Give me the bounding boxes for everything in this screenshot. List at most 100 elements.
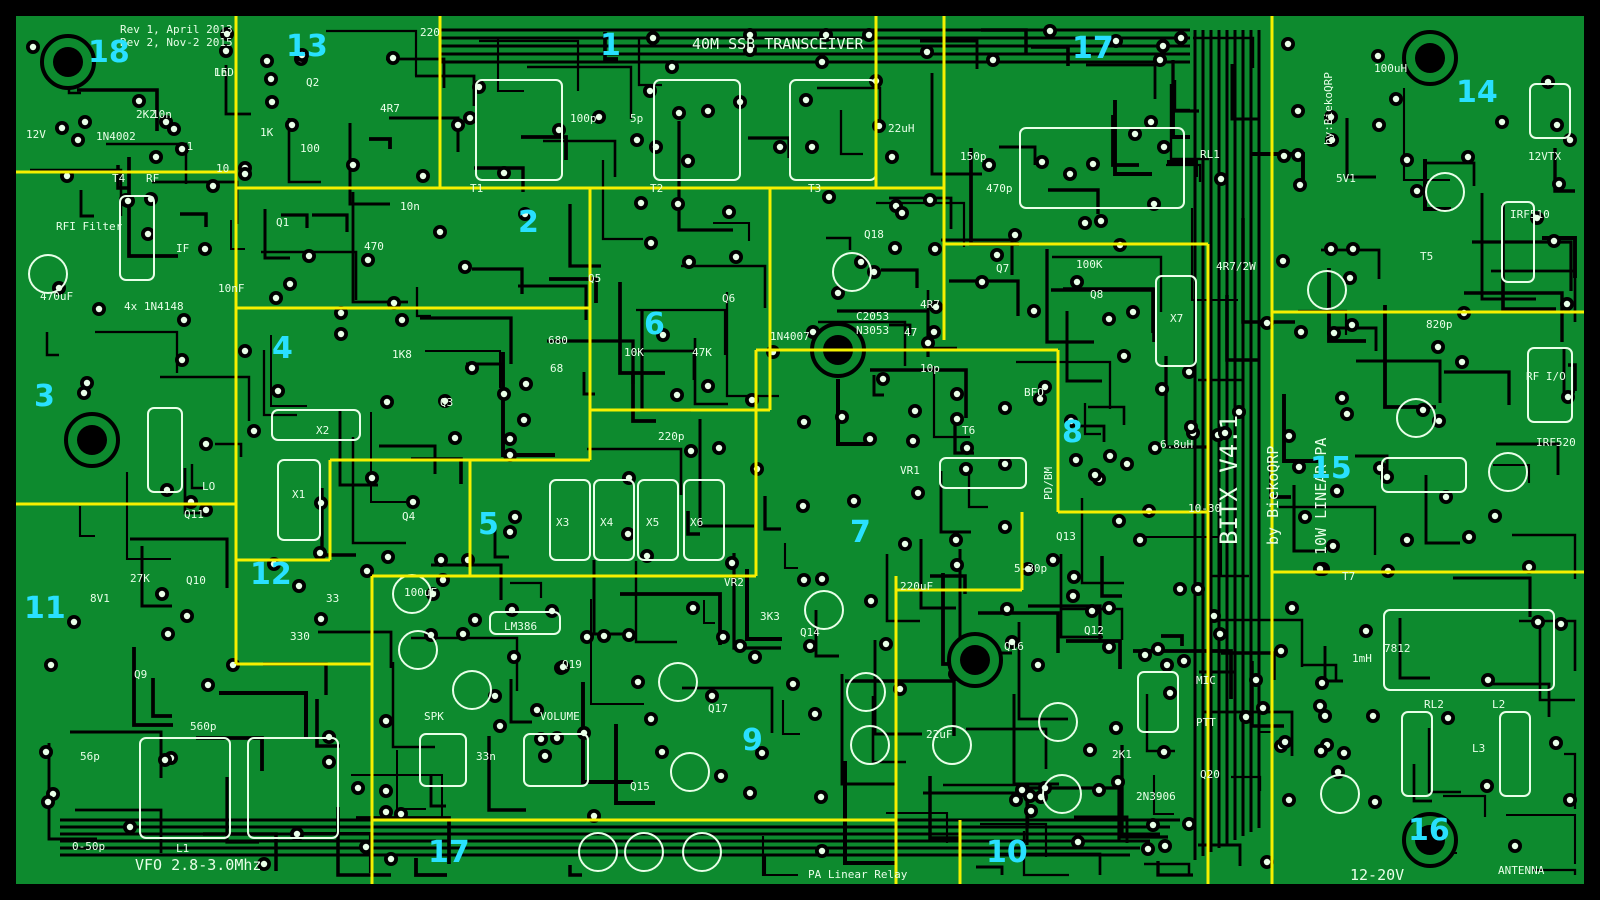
pad-hole bbox=[1001, 404, 1009, 412]
pad-hole bbox=[1141, 651, 1149, 659]
pad-hole bbox=[963, 444, 971, 452]
component-label: Q2 bbox=[306, 76, 319, 89]
pad-hole bbox=[1069, 592, 1077, 600]
pad-hole bbox=[1327, 245, 1335, 253]
pad-hole bbox=[161, 756, 169, 764]
trace bbox=[1444, 370, 1511, 405]
component-outline bbox=[1381, 457, 1467, 493]
capacitor-outline bbox=[850, 725, 890, 765]
pad-hole bbox=[866, 435, 874, 443]
trace bbox=[1120, 745, 1168, 839]
component-label: Q14 bbox=[800, 626, 820, 639]
trace bbox=[1072, 424, 1106, 442]
pad-hole bbox=[728, 559, 736, 567]
pad-hole bbox=[1464, 153, 1472, 161]
component-outline bbox=[637, 479, 679, 561]
trace bbox=[1472, 240, 1573, 291]
pad-hole bbox=[1034, 661, 1042, 669]
component-label: Q13 bbox=[1056, 530, 1076, 543]
component-label: Q9 bbox=[134, 668, 147, 681]
pad-hole bbox=[1073, 278, 1081, 286]
component-label: L1 bbox=[176, 842, 189, 855]
component-label: PTT bbox=[1196, 716, 1216, 729]
trace bbox=[1051, 288, 1156, 342]
component-label: 470p bbox=[986, 182, 1013, 195]
trace bbox=[1532, 868, 1577, 875]
trace bbox=[224, 65, 251, 116]
trace bbox=[763, 496, 781, 531]
trace bbox=[415, 74, 476, 106]
trace bbox=[920, 39, 979, 69]
pad-hole bbox=[825, 193, 833, 201]
component-label: Q19 bbox=[562, 658, 582, 671]
trace bbox=[1321, 248, 1381, 279]
pad-hole bbox=[1106, 452, 1114, 460]
pad-hole bbox=[1277, 647, 1285, 655]
pad-hole bbox=[989, 56, 997, 64]
pad-hole bbox=[1088, 607, 1096, 615]
component-label: T1 bbox=[470, 182, 483, 195]
trace bbox=[1398, 618, 1430, 680]
pad-hole bbox=[241, 347, 249, 355]
pad-hole bbox=[834, 289, 842, 297]
capacitor-outline bbox=[682, 832, 722, 872]
pad-hole bbox=[522, 380, 530, 388]
pad-hole bbox=[1566, 796, 1574, 804]
zone-number-11: 11 bbox=[24, 591, 66, 626]
pad-hole bbox=[124, 197, 132, 205]
component-label: 3K3 bbox=[760, 610, 780, 623]
component-label: X1 bbox=[292, 488, 305, 501]
pad-hole bbox=[337, 309, 345, 317]
component-label: 5p bbox=[630, 112, 643, 125]
pad-hole bbox=[1131, 130, 1139, 138]
trace bbox=[698, 419, 754, 528]
capacitor-outline bbox=[1042, 774, 1082, 814]
component-label: 7812 bbox=[1384, 642, 1411, 655]
capacitor-outline bbox=[1307, 270, 1347, 310]
component-label: 12VTX bbox=[1528, 150, 1561, 163]
component-label: 33n bbox=[476, 750, 496, 763]
pad-hole bbox=[204, 681, 212, 689]
pa-relay-label: PA Linear Relay bbox=[808, 868, 908, 881]
trace bbox=[1193, 36, 1255, 68]
trace bbox=[190, 464, 204, 490]
pad-hole bbox=[1115, 517, 1123, 525]
component-label: 68 bbox=[550, 362, 563, 375]
pad-hole bbox=[260, 860, 268, 868]
trace bbox=[967, 469, 988, 509]
pad-hole bbox=[293, 830, 301, 838]
component-outline bbox=[277, 459, 321, 541]
pad-hole bbox=[1105, 604, 1113, 612]
trace bbox=[351, 774, 443, 820]
pad-hole bbox=[1533, 214, 1541, 222]
pad-hole bbox=[776, 143, 784, 151]
trace bbox=[981, 28, 1028, 53]
trace bbox=[420, 316, 513, 364]
pad-hole bbox=[295, 582, 303, 590]
pad-hole bbox=[719, 633, 727, 641]
trace bbox=[1512, 533, 1577, 579]
capacitor-outline bbox=[28, 254, 68, 294]
trace bbox=[703, 600, 715, 624]
trace bbox=[509, 679, 532, 724]
trace bbox=[1221, 651, 1276, 680]
trace bbox=[843, 761, 896, 865]
pad-hole bbox=[1534, 618, 1542, 626]
pad-hole bbox=[42, 748, 50, 756]
pad-hole bbox=[1156, 56, 1164, 64]
pad-hole bbox=[802, 96, 810, 104]
pad-hole bbox=[1091, 471, 1099, 479]
trace bbox=[1553, 148, 1575, 193]
pad-hole bbox=[1327, 113, 1335, 121]
pad-hole bbox=[924, 339, 932, 347]
capacitor-outline bbox=[932, 725, 972, 765]
trace bbox=[713, 221, 751, 241]
component-label: Q10 bbox=[186, 574, 206, 587]
component-label: 1mH bbox=[1352, 652, 1372, 665]
trace bbox=[132, 647, 173, 727]
pad-hole bbox=[95, 305, 103, 313]
pad-hole bbox=[1252, 676, 1260, 684]
trace bbox=[1113, 100, 1152, 176]
trace bbox=[1083, 403, 1101, 436]
component-label: MIC bbox=[1196, 674, 1216, 687]
